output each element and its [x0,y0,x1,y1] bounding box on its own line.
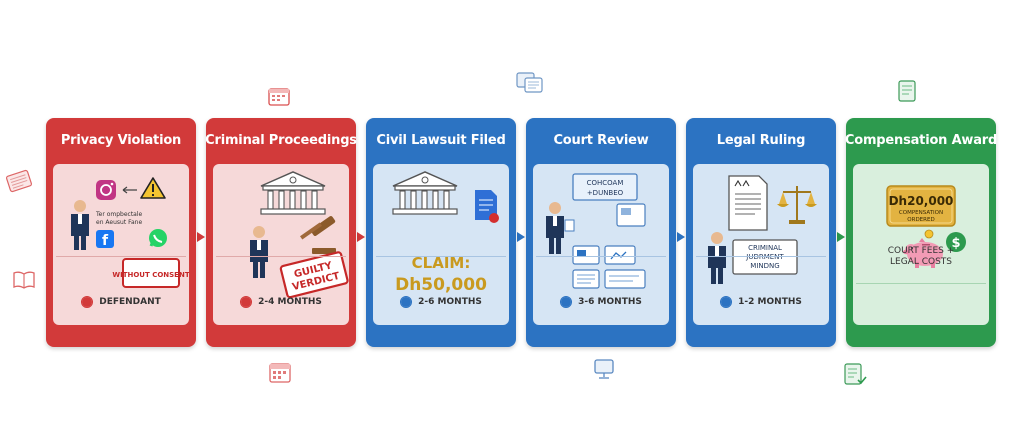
stage-divider [696,256,826,257]
stage-privacy-violation: Privacy Violation Ter ompbectale en Aeus… [46,118,196,347]
evidence-card [572,245,646,289]
scales-icon [777,186,817,224]
connector-arrow [517,232,525,242]
stage-footer-text: 2-6 MONTHS [418,297,482,307]
courthouse-icon [392,171,458,215]
footer-line: COURT FEES + [887,246,955,256]
stage-footer-text: DEFENDANT [99,297,161,307]
evidence-note-line: Ter ompbectale [95,211,143,218]
stage-panel: Dh20,000 COMPENSATION ORDERED $ [853,164,989,325]
stage-civil-lawsuit: Civil Lawsuit Filed CLAIM: Dh50,000 [366,118,516,347]
dollar-coin-icon: $ [946,232,966,252]
monitor-icon [594,359,614,379]
evidence-note-line: en Aeusut Fane [96,219,142,226]
stage-criminal-proceedings: Criminal Proceedings [205,118,357,347]
stage-title: Privacy Violation [60,132,182,148]
receipt-icon [898,80,916,102]
stage-divider [536,256,666,257]
judgment-board: CRIMINAL JUDRMENT MINDNG [732,239,798,275]
stage-title: Criminal Proceedings [205,132,357,148]
stage-footer: 3-6 MONTHS [526,296,676,308]
connector-arrow [677,232,685,242]
board-text: +DUNBEO [587,189,624,197]
board-text: COHCOAM [587,179,624,187]
document-icon [728,175,768,231]
courthouse-icon [260,171,326,215]
stage-title: Legal Ruling [716,132,806,148]
stage-divider [376,256,506,257]
person-icon [71,200,89,250]
stage-footer-text: 2-4 MONTHS [258,297,322,307]
stage-footer: 2-6 MONTHS [366,296,516,308]
whatsapp-icon [149,229,167,247]
stage-footer-text: 1-2 MONTHS [738,297,802,307]
award-plaque: Dh20,000 COMPENSATION ORDERED [886,185,956,227]
calendar-icon [269,363,291,383]
facebook-icon: f [96,230,114,249]
svg-text:$: $ [951,236,960,251]
clock-icon [560,296,573,308]
stage-footer: 1-2 MONTHS [686,296,836,308]
footer-line: LEGAL COSTS [890,257,952,267]
stage-court-review: Court Review COHCOAM +DUNBEO [526,118,676,347]
stage-title: Court Review [553,132,649,148]
person-icon [250,226,268,278]
stage-title: Compensation Award [844,132,998,148]
award-amount: Dh20,000 [889,194,954,208]
award-text: COMPENSATION [899,210,943,216]
guilty-verdict-stamp: GUILTY VERDICT [279,251,349,299]
stage-legal-ruling: Legal Ruling CRIMI [686,118,836,347]
stage-footer-text: 3-6 MONTHS [578,297,642,307]
warning-icon [140,177,166,199]
review-board: COHCOAM +DUNBEO [572,173,638,201]
document-icon [475,190,499,223]
stage-panel: CLAIM: Dh50,000 [373,164,509,325]
stage-footer: COURT FEES + LEGAL COSTS [846,246,996,268]
judgment-text: MINDNG [750,262,779,270]
badge-text: WITHOUT CONSENT [112,271,189,279]
connector-arrow [357,232,365,242]
book-icon [13,271,35,289]
stage-divider [856,283,986,284]
svg-text:f: f [102,233,109,249]
instagram-icon [96,180,116,200]
document-icon [616,203,646,227]
stage-footer: 2-4 MONTHS [206,296,356,308]
gavel-icon [300,216,336,254]
stage-title: Civil Lawsuit Filed [376,132,506,148]
judgment-text: JUDRMENT [745,253,784,261]
stage-divider [56,256,186,257]
calendar-icon [268,88,290,106]
claim-label: CLAIM: [412,254,471,272]
without-consent-badge: WITHOUT CONSENT [112,258,189,288]
clock-icon [81,296,94,308]
checklist-icon [844,363,867,385]
newspaper-icon [5,169,33,193]
stage-footer: DEFENDANT [46,296,196,308]
clock-icon [400,296,413,308]
stage-panel: Ter ompbectale en Aeusut Fane f WITHOUT … [53,164,189,325]
clock-icon [240,296,253,308]
connector-arrow [197,232,205,242]
claim-amount: Dh50,000 [395,275,487,295]
person-icon [546,202,575,254]
documents-icon [516,72,543,93]
person-icon [708,232,726,284]
connector-arrow [837,232,845,242]
stage-panel: COHCOAM +DUNBEO [533,164,669,325]
clock-icon [720,296,733,308]
stage-panel: GUILTY VERDICT [213,164,349,325]
judgment-text: CRIMINAL [748,244,782,252]
stage-panel: CRIMINAL JUDRMENT MINDNG [693,164,829,325]
piggy-bank-icon [903,238,943,268]
dollar-coin-icon [924,229,934,239]
stage-compensation-award: Compensation Award Dh20,000 COMPENSATION… [844,118,998,347]
award-text: ORDERED [907,217,934,223]
stage-divider [216,256,346,257]
